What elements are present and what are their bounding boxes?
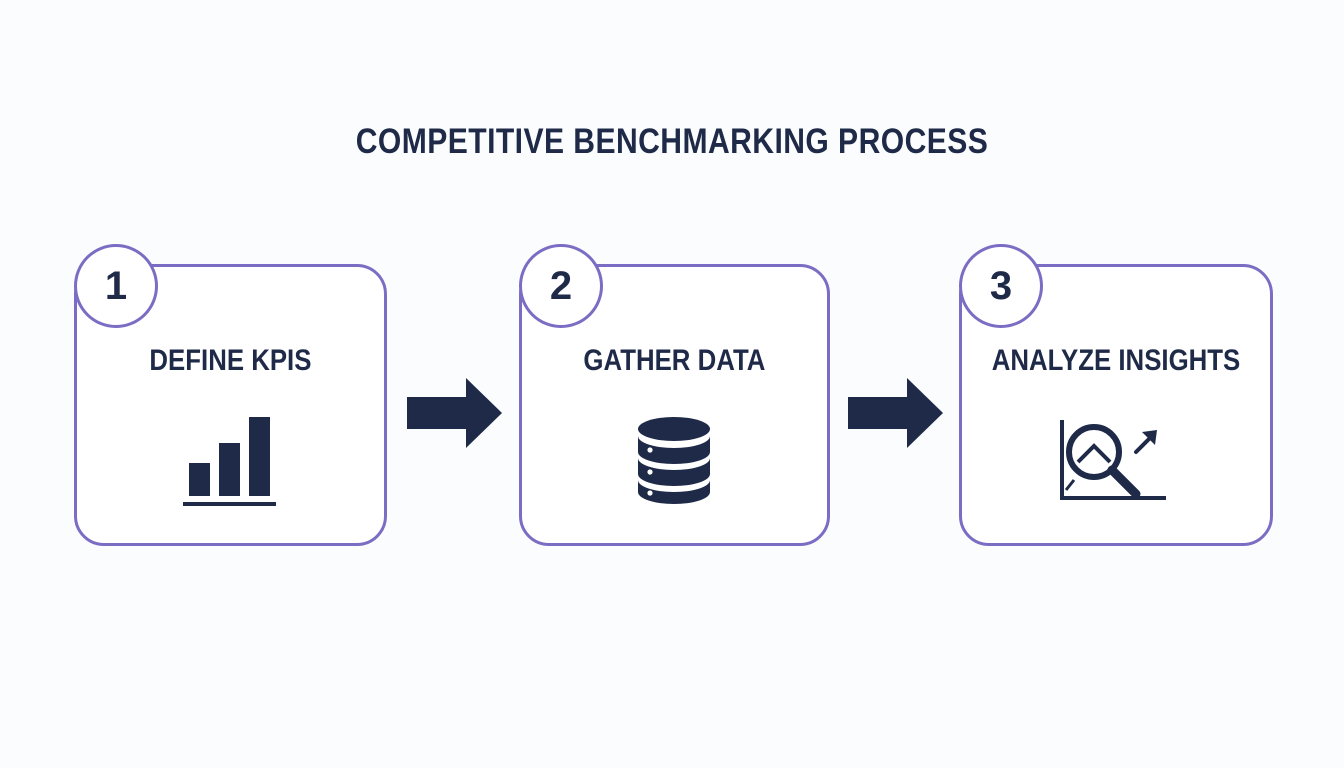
step-label: DEFINE KPIS: [149, 344, 312, 377]
bar-medium: [219, 443, 240, 496]
right-arrow-icon: [407, 378, 502, 448]
step-number-badge: 3: [959, 244, 1043, 328]
step-number-badge: 2: [519, 244, 603, 328]
step-label: GATHER DATA: [583, 344, 766, 377]
step-label: ANALYZE INSIGHTS: [991, 344, 1241, 377]
right-arrow-icon: [848, 378, 943, 448]
page-title: COMPETITIVE BENCHMARKING PROCESS: [355, 122, 989, 161]
magnifier-chart-icon: [1060, 420, 1166, 500]
chart-baseline: [183, 502, 276, 506]
bar-chart-icon: [183, 417, 276, 506]
database-icon: [638, 417, 710, 504]
step-number-badge: 1: [74, 244, 158, 328]
bar-short: [189, 463, 210, 496]
bar-tall: [249, 417, 270, 496]
